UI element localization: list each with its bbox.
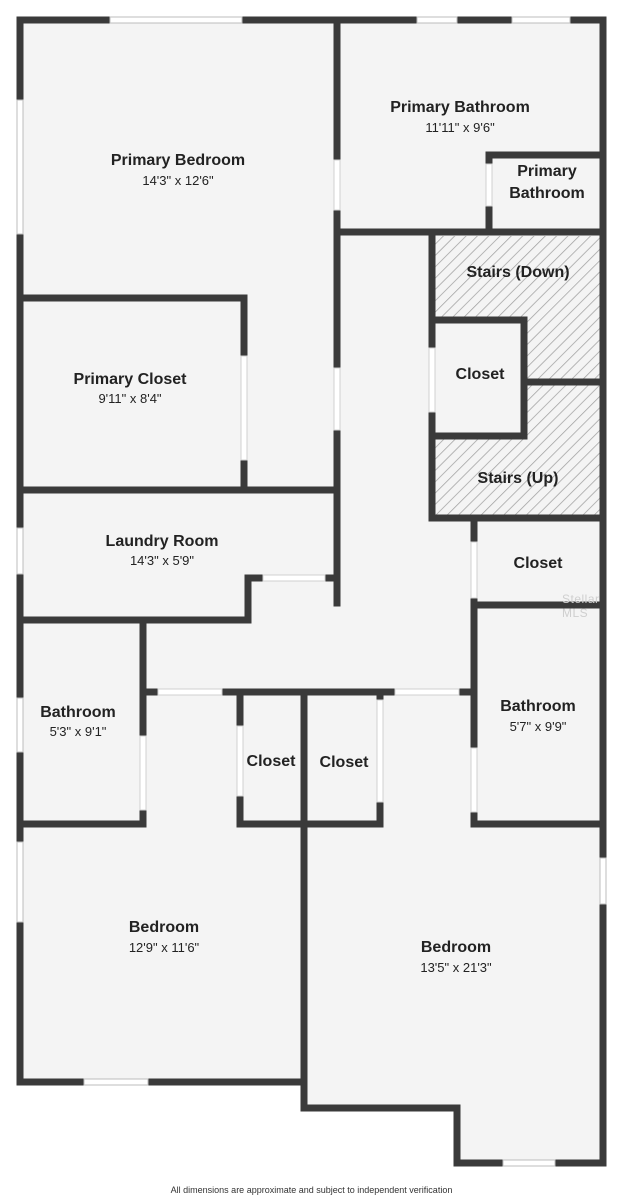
stair-closet-floor (430, 320, 526, 438)
room-dims-left-bathroom: 5'3" x 9'1" (50, 724, 107, 739)
watermark: Stellar MLS (562, 592, 600, 620)
room-dims-bedroom-right: 13'5" x 21'3" (420, 960, 492, 975)
room-dims-laundry-room: 14'3" x 5'9" (130, 553, 194, 568)
room-labels: Primary Bedroom 14'3" x 12'6" Primary Ba… (40, 99, 585, 975)
room-label-primary-bathroom-small-line2: Bathroom (509, 185, 585, 202)
room-dims-primary-bedroom: 14'3" x 12'6" (142, 173, 214, 188)
room-label-stairs-down: Stairs (Down) (466, 264, 569, 281)
room-label-primary-bathroom-small-line1: Primary (517, 163, 577, 180)
room-label-bedroom-right: Bedroom (421, 939, 491, 956)
disclaimer-text: All dimensions are approximate and subje… (170, 1185, 453, 1195)
door-openings (139, 159, 493, 813)
room-dims-primary-bathroom: 11'11" x 9'6" (425, 120, 495, 135)
room-dims-bedroom-left: 12'9" x 11'6" (129, 940, 200, 955)
room-dims-right-bathroom: 5'7" x 9'9" (510, 719, 567, 734)
room-label-right-closet: Closet (514, 555, 564, 572)
room-label-primary-bathroom: Primary Bathroom (390, 99, 530, 116)
room-label-hall-closet-left: Closet (247, 753, 297, 770)
room-label-hall-closet-right: Closet (320, 754, 370, 771)
room-dims-primary-closet: 9'11" x 8'4" (98, 391, 161, 406)
room-label-stairs-up: Stairs (Up) (478, 470, 559, 487)
room-label-primary-closet: Primary Closet (74, 371, 188, 388)
room-label-laundry-room: Laundry Room (106, 533, 219, 550)
windows (16, 16, 607, 1167)
room-label-left-bathroom: Bathroom (40, 704, 116, 721)
room-label-stair-closet: Closet (456, 366, 506, 383)
room-label-bedroom-left: Bedroom (129, 919, 199, 936)
room-label-right-bathroom: Bathroom (500, 698, 576, 715)
room-label-primary-bedroom: Primary Bedroom (111, 152, 245, 169)
